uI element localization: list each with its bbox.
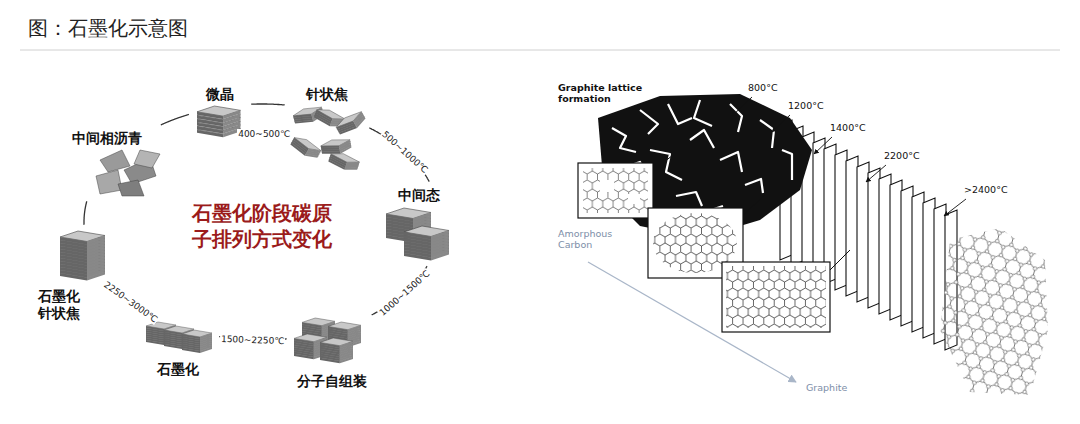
self-assembly-blocks (320, 338, 353, 363)
temperature-range: 2250~3000℃ (102, 279, 161, 326)
amorphous-to-graphite-arrow (588, 262, 796, 382)
graphite-sheets (835, 150, 847, 290)
lattice-insets (743, 195, 765, 215)
graphite-sheets (901, 186, 913, 326)
stage-label: 中间相沥青 (72, 130, 142, 147)
cycle-arc (161, 114, 189, 125)
temperature-leaders (944, 199, 966, 216)
temperature-range: 1000~1500℃ (376, 268, 432, 319)
temperature-range: 500~1000℃ (380, 128, 431, 176)
intermediate-stacks (404, 226, 449, 261)
amorphous-carbon-mass (694, 100, 712, 126)
title-rule (20, 50, 1060, 51)
graphite-sheets (879, 174, 891, 314)
stage-label: 分子自组装 (297, 373, 367, 390)
temperature-label: 2200°C (884, 150, 920, 161)
panel-heading: Graphite lattice formation (558, 82, 658, 105)
microcrystal-stack (197, 106, 241, 137)
amorphous-carbon-mass (720, 152, 742, 172)
axis-start-label: Amorphous Carbon (558, 228, 618, 251)
amorphous-carbon-mass (760, 120, 774, 148)
axis-end-label: Graphite (806, 382, 847, 393)
temperature-leaders (814, 137, 832, 154)
graphite-network (935, 225, 1055, 400)
intermediate-stacks (386, 208, 449, 261)
lattice-insets (578, 150, 850, 332)
temperature-label: 800°C (748, 82, 778, 93)
temperature-leaders (732, 97, 752, 116)
amorphous-carbon-mass (640, 110, 658, 134)
center-caption: 石墨化阶段碳原子排列方式变化 (192, 200, 332, 252)
stage-label: 石墨化 (157, 361, 199, 378)
mesophase-pitch-flakes (134, 150, 160, 168)
lattice-insets (628, 194, 640, 204)
lattice-insets (726, 266, 826, 328)
temperature-leaders (772, 115, 790, 132)
temperature-range: 1500~2250℃ (220, 334, 286, 347)
stage-label: 微晶 (206, 86, 234, 103)
self-assembly-blocks (294, 318, 361, 363)
stage-node: 中间态 (382, 185, 456, 263)
temperature-leaders (732, 97, 966, 216)
cycle-arc (84, 201, 87, 225)
stage-node: 石墨化 (140, 318, 216, 380)
stage-label: 石墨化 针状焦 (38, 288, 83, 322)
amorphous-carbon-mass (676, 192, 702, 206)
amorphous-carbon-mass (782, 150, 792, 180)
graphite-network (935, 225, 1055, 400)
mesophase-pitch-flakes (96, 170, 122, 194)
amorphous-carbon-mass (690, 130, 714, 148)
amorphous-carbon-mass (612, 128, 636, 152)
amorphous-carbon-mass (745, 179, 763, 193)
graphite-sheets (923, 198, 935, 338)
lattice-insets (653, 150, 680, 170)
amorphous-carbon-mass (650, 150, 682, 180)
needle-coke-stacks (327, 150, 360, 174)
lattice-insets (583, 168, 648, 213)
graphitized-needle-stack (60, 231, 105, 245)
temperature-range: 400~500℃ (237, 129, 291, 139)
temperature-label: 1400°C (830, 122, 866, 133)
stage-node: 中间相沥青 (70, 128, 166, 198)
graphite-sheets (813, 138, 825, 278)
cycle-arc (251, 104, 285, 105)
stage-label: 针状焦 (306, 86, 348, 103)
graphite-sheets (890, 180, 902, 320)
graphite-sheets (846, 156, 858, 296)
stage-node: 针状焦 (288, 84, 366, 168)
stage-node: 分子自组装 (290, 318, 374, 392)
figure-title: 图：石墨化示意图 (28, 16, 188, 40)
mesophase-pitch-flakes (118, 180, 144, 196)
needle-coke-stacks (289, 134, 323, 161)
lattice-insets (722, 262, 830, 332)
lattice-insets (578, 163, 653, 218)
graphite-sheets (857, 162, 869, 302)
lattice-insets (830, 250, 850, 270)
temperature-label: >2400°C (964, 184, 1008, 195)
needle-coke-stacks (289, 104, 368, 173)
mesophase-pitch-flakes (96, 150, 160, 196)
stage-label: 中间态 (398, 187, 440, 204)
needle-coke-stacks (334, 109, 367, 137)
graphitized-blocks (182, 330, 212, 353)
graphite-sheets (912, 192, 924, 332)
graphitized-blocks (146, 322, 212, 353)
temperature-label: 1200°C (788, 100, 824, 111)
temperature-leaders (866, 165, 886, 182)
mesophase-pitch-flakes (100, 150, 130, 172)
graphite-sheets (868, 168, 880, 308)
microcrystal-stack (197, 106, 241, 137)
amorphous-carbon-mass (668, 104, 692, 124)
lattice-insets (600, 180, 614, 192)
stage-node: 石墨化 针状焦 (34, 228, 110, 324)
graphitized-needle-stack (60, 231, 105, 281)
